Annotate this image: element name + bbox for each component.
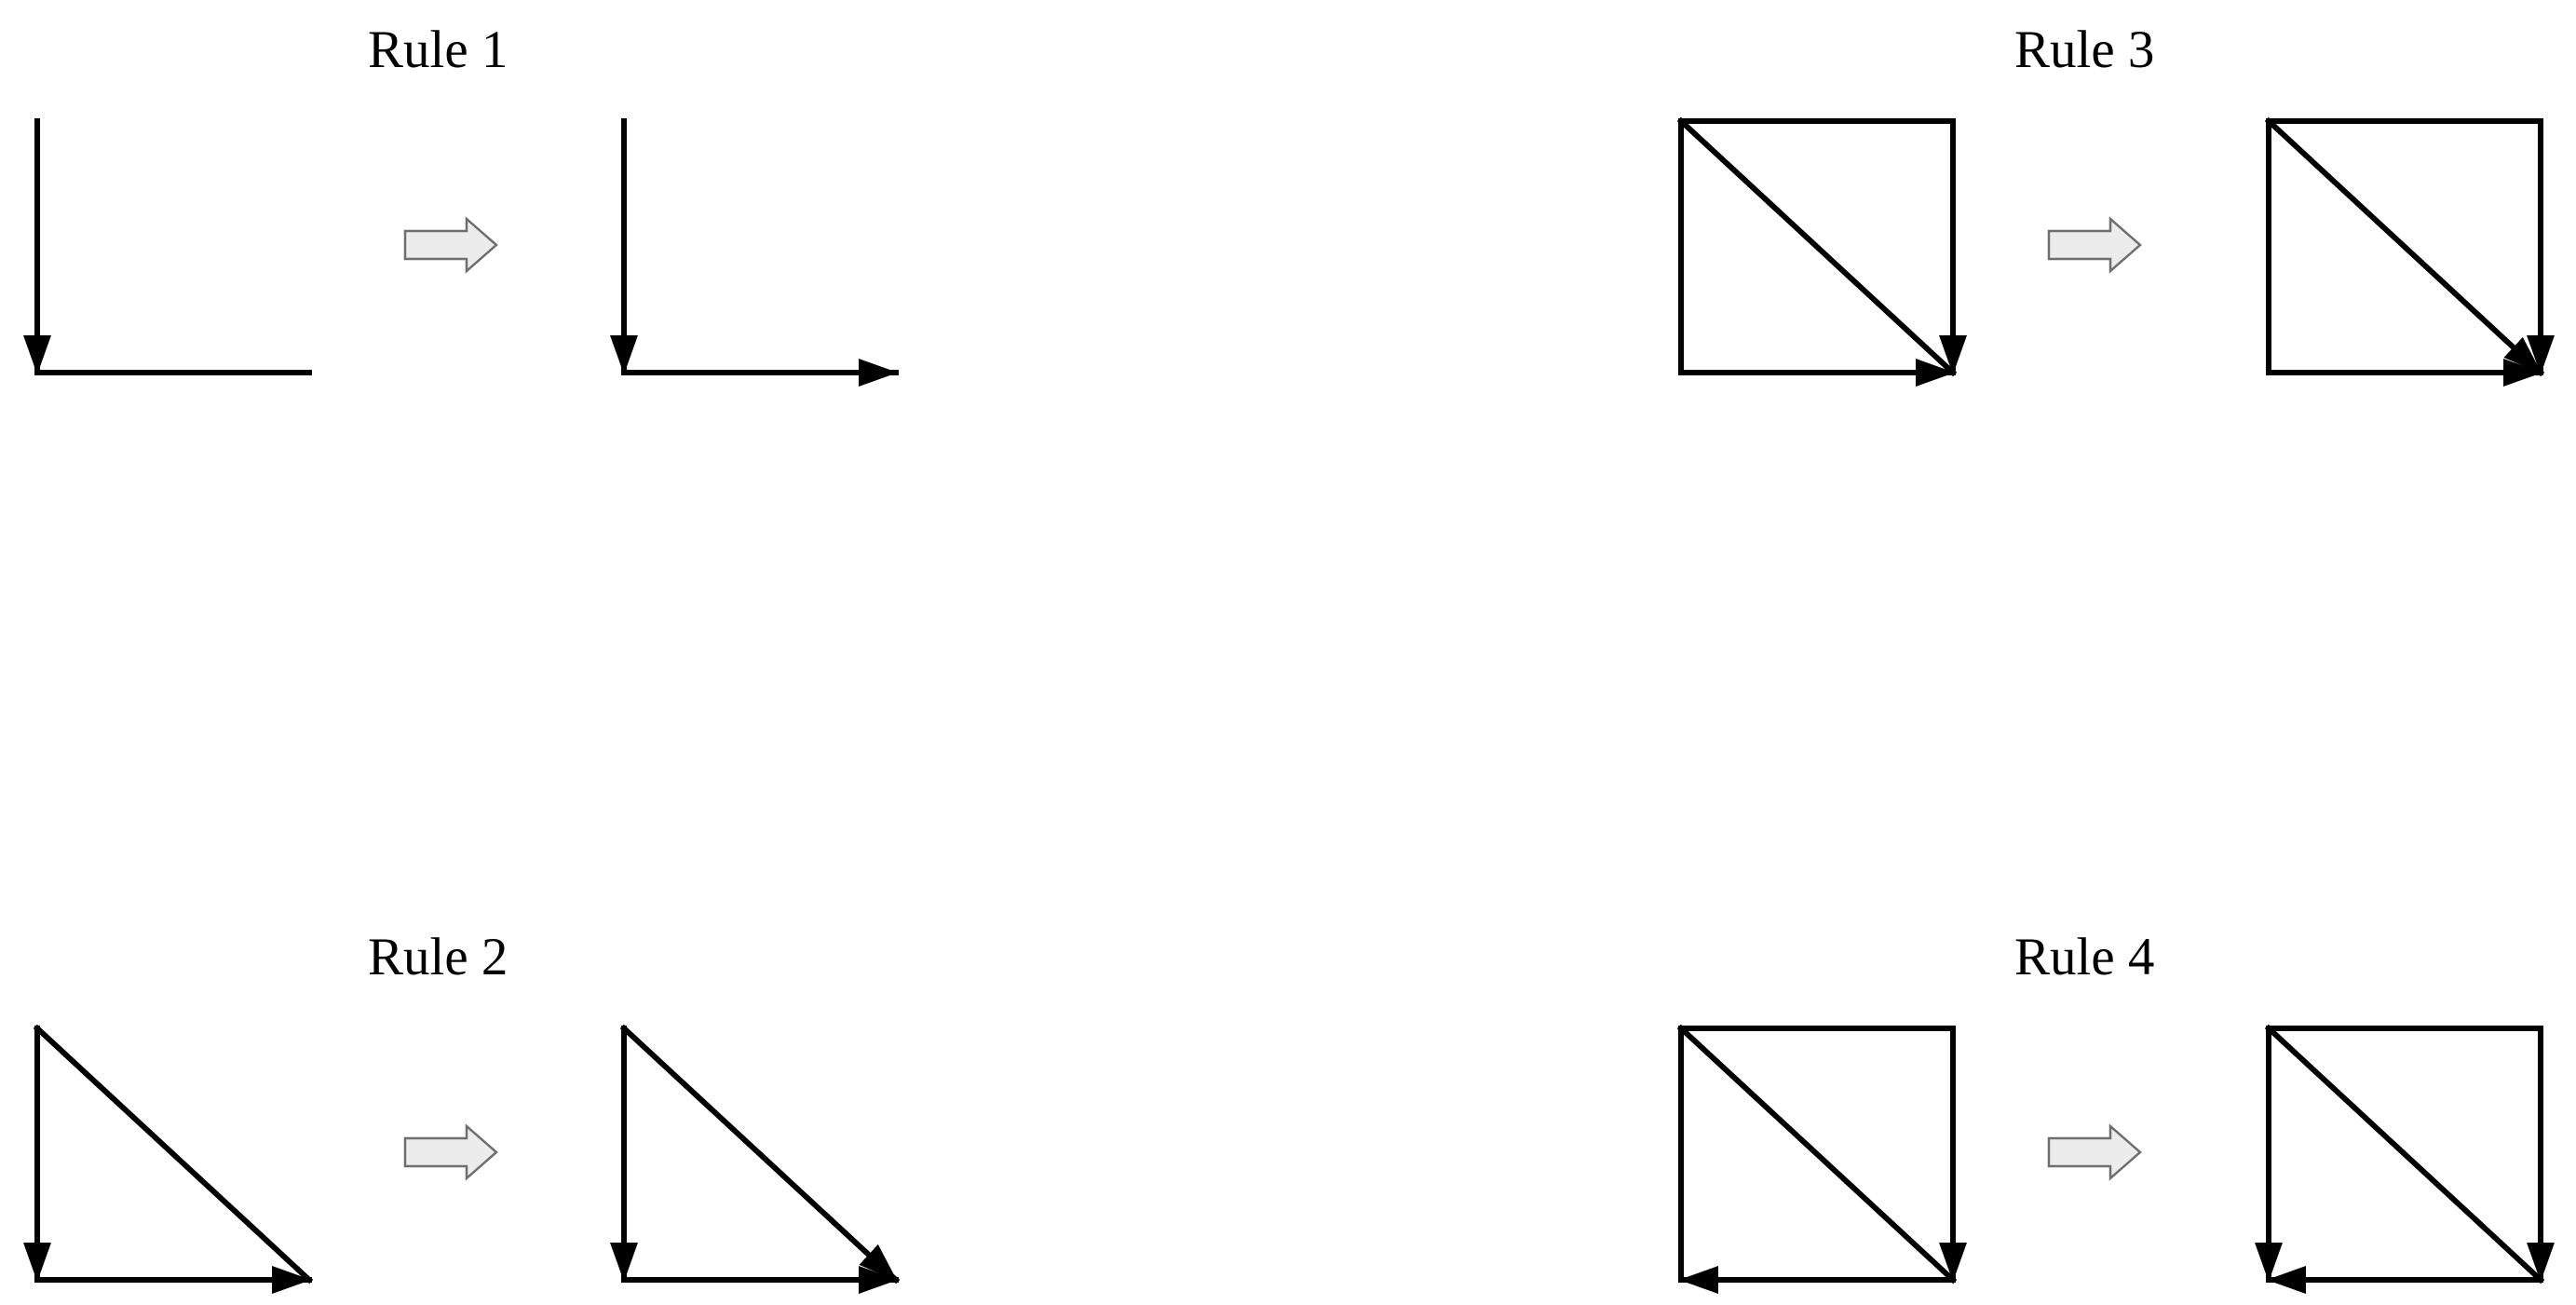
transform-arrow-icon [403,1123,498,1181]
directed-edge-top-left-to-bottom-right [2264,116,2545,377]
transform-arrow-icon [403,216,498,274]
undirected-edge-top-left-to-bottom-right [2264,1024,2545,1285]
rule-2-before-graph [23,1024,314,1294]
rule-1-after-graph [610,118,899,387]
undirected-edge-top-left-to-bottom-right [1676,1024,1958,1285]
rule-3-title: Rule 3 [2014,20,2154,79]
rule-1-title: Rule 1 [368,20,508,79]
rule-1-before-graph [23,118,312,375]
rule-2-after-graph [610,1024,901,1294]
rule-4-before-graph [1676,1024,1967,1294]
rule-4-transform-arrow [2047,1123,2142,1181]
transform-arrow-icon [2047,1123,2142,1181]
rule-3: Rule 3 [1676,20,2555,387]
undirected-edge-top-left-to-bottom-right [33,1024,314,1285]
rule-2-transform-arrow [403,1123,498,1181]
undirected-edge-top-left-to-bottom-right [1676,116,1958,377]
rule-1: Rule 1 [23,20,899,387]
rule-4: Rule 4 [1676,928,2555,1294]
rule-1-transform-arrow [403,216,498,274]
directed-edge-top-left-to-bottom-right [619,1024,901,1285]
transform-arrow-icon [2047,216,2142,274]
rule-3-transform-arrow [2047,216,2142,274]
rule-2: Rule 2 [23,928,901,1294]
rule-2-title: Rule 2 [368,928,508,986]
rule-4-title: Rule 4 [2014,928,2154,986]
rule-4-after-graph [2255,1024,2555,1294]
rule-3-before-graph [1676,116,1967,387]
rule-3-after-graph [2264,116,2555,387]
